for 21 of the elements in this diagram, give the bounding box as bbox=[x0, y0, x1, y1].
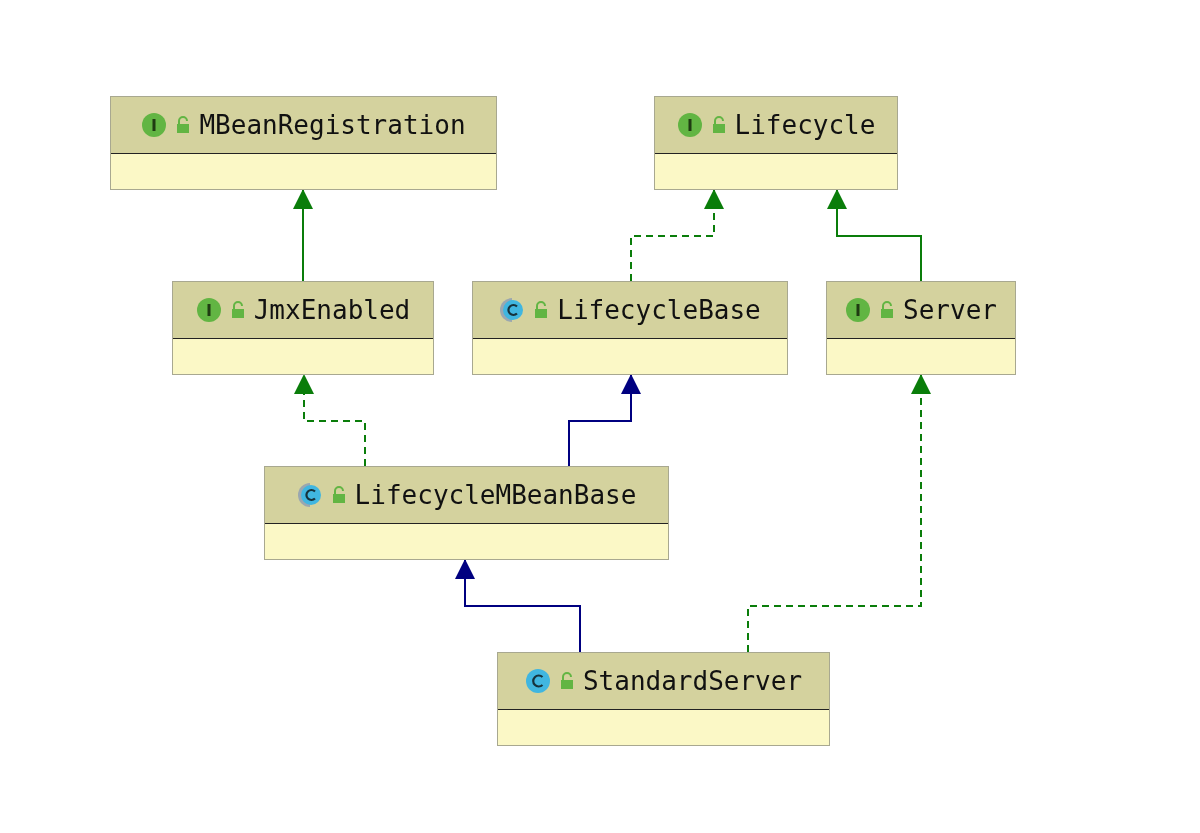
arrow bbox=[747, 374, 931, 653]
class-name: JmxEnabled bbox=[253, 295, 411, 325]
class-box bbox=[826, 281, 1016, 375]
class-box bbox=[264, 466, 669, 560]
class-box bbox=[472, 281, 788, 375]
class-name: Server bbox=[903, 295, 997, 325]
class-box bbox=[172, 281, 434, 375]
class-name: LifecycleMBeanBase bbox=[354, 480, 637, 510]
class-name: Lifecycle bbox=[734, 110, 876, 140]
arrow bbox=[294, 374, 366, 467]
arrow bbox=[827, 189, 922, 282]
arrow bbox=[455, 559, 581, 653]
class-box bbox=[654, 96, 898, 190]
arrow bbox=[630, 189, 724, 282]
arrow bbox=[293, 189, 313, 282]
class-box bbox=[497, 652, 830, 746]
arrow bbox=[568, 374, 641, 467]
class-name: StandardServer bbox=[582, 666, 803, 696]
class-box bbox=[110, 96, 497, 190]
class-name: MBeanRegistration bbox=[199, 110, 466, 140]
class-name: LifecycleBase bbox=[557, 295, 761, 325]
